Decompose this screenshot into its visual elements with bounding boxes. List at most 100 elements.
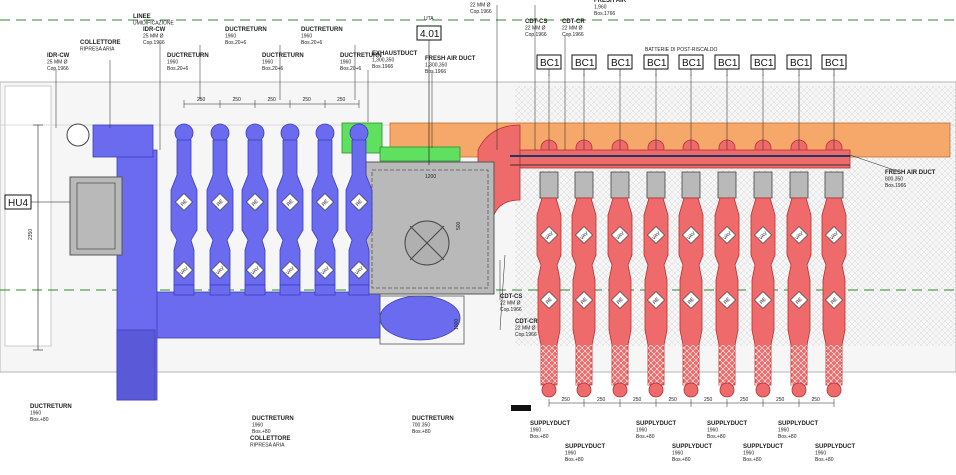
dim-250: 250 xyxy=(704,397,713,403)
ductreturn-2-label-line: Bos.20+6 xyxy=(225,40,246,46)
supply-duct-label-8-line: Bos.+80 xyxy=(815,457,834,463)
vav-label: VAV xyxy=(544,230,555,241)
idr-cw-left-label-line: Cop.1966 xyxy=(47,66,69,72)
supply-duct-label-8-line: 1960 xyxy=(815,451,826,457)
ductreturn-1-label-line: 1960 xyxy=(167,60,178,66)
ductreturn-4-label-line: DUCTRETURN xyxy=(301,27,343,33)
bc1-tag-label: BC1 xyxy=(718,58,738,69)
bc1-tag: BC1 xyxy=(607,54,633,76)
ductreturn-2-label-line: DUCTRETURN xyxy=(225,27,267,33)
dim-250: 250 xyxy=(740,397,749,403)
ductreturn-bottom-mid-label-line: DUCTRETURN xyxy=(252,416,294,422)
bc1-tag: BC1 xyxy=(678,54,704,76)
ductreturn-3-label-line: Bos.20+6 xyxy=(262,66,283,72)
ductreturn-bottom-left-label-line: DUCTRETURN xyxy=(30,404,72,410)
dimension-line-vertical xyxy=(33,124,43,351)
supply-header xyxy=(519,149,851,169)
fresh-air-top-right-label-line: 1,960 xyxy=(594,5,607,11)
re-label: RE xyxy=(216,198,226,208)
ductreturn-bottom-left-label-line: Bos.+80 xyxy=(30,417,49,423)
equipment-marker xyxy=(511,405,531,411)
dim-250: 250 xyxy=(268,97,277,103)
exhaust-duct-label-line: Bos.1966 xyxy=(372,64,393,70)
branch-dimensions-bottom: 250 250 250 250 250 250 250 250 xyxy=(548,397,835,407)
dim-250: 250 xyxy=(669,397,678,403)
dim-250: 250 xyxy=(303,97,312,103)
cdt-cr-label-line: 22 MM Ø xyxy=(562,26,583,32)
fresh-air-top-right-label-line: FRESH AIR xyxy=(594,0,627,4)
supply-duct-label-7-line: 1960 xyxy=(778,428,789,434)
fresh-air-right-label-line: 800.350 xyxy=(885,177,903,183)
cdt-cs-label-line: CDT-CS xyxy=(525,19,547,25)
vav-label: VAV xyxy=(179,265,190,276)
vav-label: VAV xyxy=(758,230,769,241)
re-label: RE xyxy=(687,296,697,306)
ductreturn-bottom-center-label-line: 700.350 xyxy=(412,423,430,429)
vav-label: VAV xyxy=(615,230,626,241)
vav-label: VAV xyxy=(320,265,331,276)
vav-label: VAV xyxy=(285,265,296,276)
ductreturn-bottom-mid-label-line: 1960 xyxy=(252,423,263,429)
dim-250: 250 xyxy=(597,397,606,403)
idr-cw-mid-label-line: Cop.1966 xyxy=(143,40,165,46)
supply-duct-label-5-line: Bos.+80 xyxy=(707,434,726,440)
dim-500: 500 xyxy=(456,221,462,230)
ductreturn-3-label-line: 1960 xyxy=(262,60,273,66)
fresh-air-top-label-line: 1,300,350 xyxy=(425,63,447,69)
supply-duct-label-1-line: SUPPLYDUCT xyxy=(530,421,570,427)
supply-duct-label-4-line: SUPPLYDUCT xyxy=(672,444,712,450)
bc1-tag: BC1 xyxy=(714,54,740,76)
re-label: RE xyxy=(723,296,733,306)
supply-duct-label-7-line: Bos.+80 xyxy=(778,434,797,440)
hu4-tag: HU4 xyxy=(4,194,70,210)
fresh-air-right-label-line: FRESH AIR DUCT xyxy=(885,170,936,176)
dim-250: 250 xyxy=(633,397,642,403)
exhaust-duct-label-line: EXHAUSTDUCT xyxy=(372,51,418,57)
re-label: RE xyxy=(616,296,626,306)
fresh-air-right-label-line: Bos.1966 xyxy=(885,183,906,189)
re-label: RE xyxy=(545,296,555,306)
batterie-label: BATTERIE DI POST-RISCALDO xyxy=(645,47,718,53)
dim-250: 250 xyxy=(776,397,785,403)
bc1-tag-label: BC1 xyxy=(611,58,631,69)
cdt-cr-label-line: CDT-CR xyxy=(562,19,585,25)
bc1-tag: BC1 xyxy=(571,54,597,76)
cdt-cr-label-line: Cop.1966 xyxy=(562,32,584,38)
supply-duct-label-1-line: Bos.+80 xyxy=(530,434,549,440)
vav-label: VAV xyxy=(651,230,662,241)
dim-250: 250 xyxy=(562,397,571,403)
dim-250: 250 xyxy=(337,97,346,103)
bc1-tag-label: BC1 xyxy=(825,58,845,69)
ductreturn-bottom-center-label-line: DUCTRETURN xyxy=(412,416,454,422)
supply-duct-label-8-line: SUPPLYDUCT xyxy=(815,444,855,450)
supply-duct-label-3-line: 1960 xyxy=(636,428,647,434)
central-ahu xyxy=(365,161,495,345)
dim-250: 250 xyxy=(812,397,821,403)
supply-duct-label-6-line: Bos.+80 xyxy=(743,457,762,463)
collettore-bottom-label-line: RIPRESA ARIA xyxy=(250,443,285,449)
bc1-tag-label: BC1 xyxy=(790,58,810,69)
